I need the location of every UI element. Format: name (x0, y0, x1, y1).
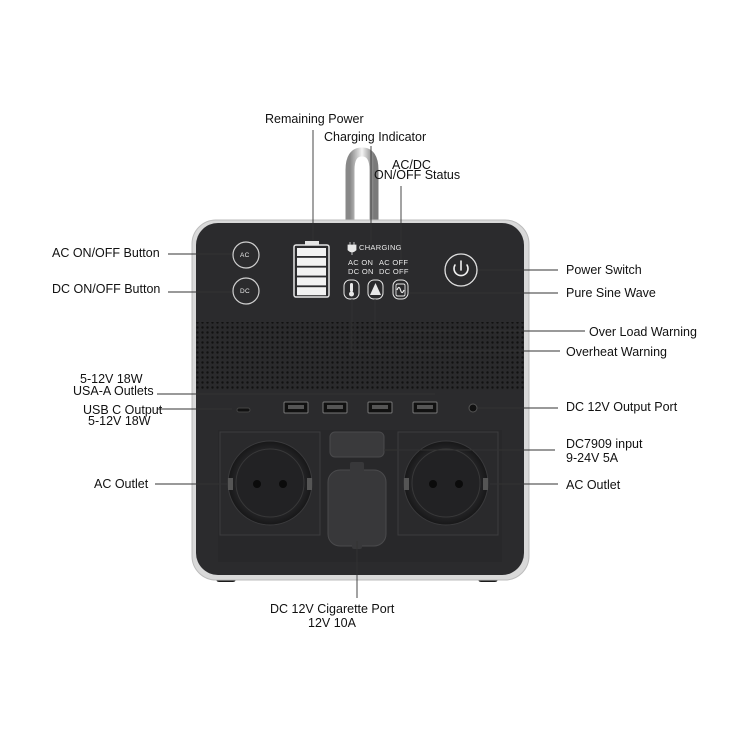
ac-button-ring (232, 241, 260, 269)
battery-bar (297, 267, 326, 276)
power-icon (453, 264, 469, 277)
battery-bar (297, 287, 326, 296)
label-acdc-status-2: ON/OFF Status (374, 168, 461, 182)
dc-button-ring (232, 277, 260, 305)
label-usbc-1: USB C Output (83, 403, 163, 417)
label-dc7909-2: 9-24V 5A (566, 451, 619, 465)
usbc-port (236, 407, 251, 413)
dc7909-cover (329, 431, 385, 458)
battery-outline (293, 244, 330, 298)
label-pure-sine-wave: Pure Sine Wave (566, 286, 656, 300)
label-remaining-power: Remaining Power (265, 112, 364, 126)
label-ac-outlet-left: AC Outlet (94, 477, 149, 491)
sine-icon-frame (392, 279, 409, 300)
label-power-switch: Power Switch (566, 263, 642, 277)
carry-handle (345, 147, 379, 230)
dc12v-port (468, 403, 478, 413)
overload-icon-frame (367, 279, 384, 300)
label-cigarette-port-1: DC 12V Cigarette Port (270, 602, 395, 616)
label-usbc-2: 5-12V 18W (88, 414, 151, 428)
label-dc12v-output: DC 12V Output Port (566, 400, 678, 414)
label-usba-2: USA-A Outlets (73, 384, 154, 398)
vent-grille (196, 322, 524, 390)
ac-on-text: AC ON (348, 258, 374, 267)
battery-cap (305, 241, 319, 245)
battery-bars (297, 248, 326, 296)
label-ac-outlet-right: AC Outlet (566, 478, 621, 492)
label-overheat-warning: Overheat Warning (566, 345, 667, 359)
label-usba-1: 5-12V 18W (80, 372, 143, 386)
plug-icon (347, 242, 357, 255)
dc-off-text: DC OFF (379, 267, 409, 276)
label-over-load-warning: Over Load Warning (589, 325, 697, 339)
label-ac-onoff-button: AC ON/OFF Button (52, 246, 160, 260)
label-charging-indicator: Charging Indicator (324, 130, 427, 144)
label-cigarette-port-2: 12V 10A (308, 616, 356, 630)
battery-bar (297, 277, 326, 286)
label-dc-onoff-button: DC ON/OFF Button (52, 282, 161, 296)
usba-ports (283, 401, 438, 414)
label-dc7909-1: DC7909 input (566, 437, 643, 451)
label-acdc-status-1: AC/DC (392, 158, 431, 172)
dc-button[interactable]: DC (240, 288, 250, 295)
ac-button[interactable]: AC (240, 252, 250, 259)
ac-off-text: AC OFF (379, 258, 409, 267)
battery-bar (297, 257, 326, 266)
cigarette-port-cover (327, 469, 387, 547)
charging-text: CHARGING (359, 243, 402, 252)
overheat-icon-frame (343, 279, 360, 300)
leader-lines (155, 130, 585, 598)
dc-on-text: DC ON (348, 267, 374, 276)
battery-bar (297, 248, 326, 256)
